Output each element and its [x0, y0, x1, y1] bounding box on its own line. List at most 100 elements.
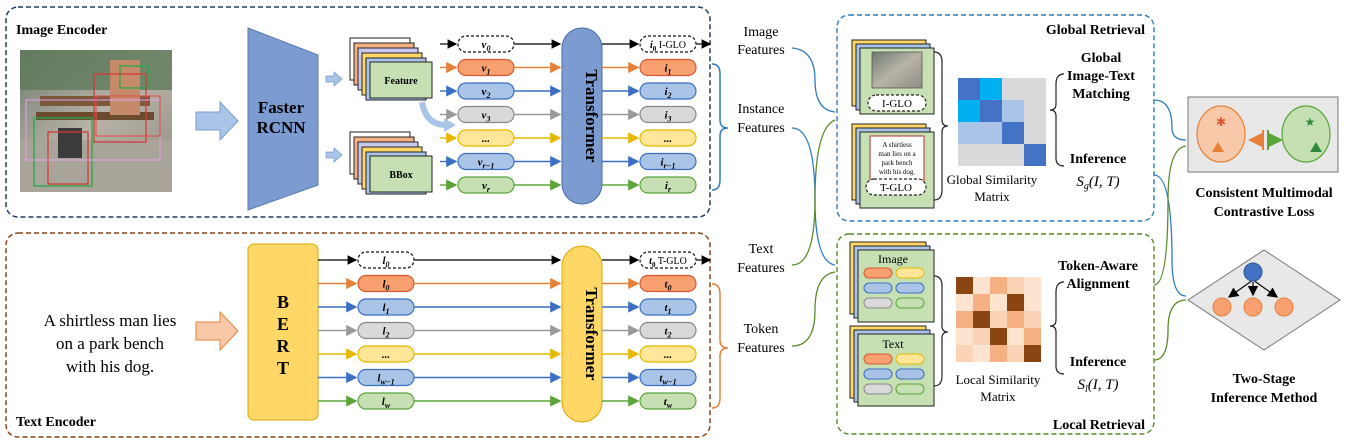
token-features-connector — [791, 271, 836, 347]
text-global-output-label: t0 T-GLO — [649, 256, 687, 269]
local-matrix-cell — [990, 328, 1007, 345]
local-matrix-cell — [973, 277, 990, 294]
local-image-card-label: Image — [878, 252, 908, 266]
bert-letter-e: E — [277, 314, 289, 334]
global-matrix-cell — [958, 122, 980, 144]
local-matrix-cell — [956, 328, 973, 345]
text-features-label-1: Text — [749, 242, 774, 257]
method-edge-right — [1252, 279, 1279, 298]
local-matrix-cell — [973, 328, 990, 345]
sentence-line-2: on a park bench — [56, 334, 165, 353]
local-chip — [863, 353, 893, 365]
local-retrieval-title: Local Retrieval — [1053, 418, 1145, 433]
local-chip — [895, 297, 925, 309]
global-inference-label: Inference — [1070, 152, 1127, 167]
local-matrix-cell — [990, 294, 1007, 311]
global-matrix-cell — [980, 122, 1002, 144]
image-token-output-label-3: i3 — [664, 110, 671, 124]
image-token-input-label-1: v1 — [482, 63, 491, 77]
image-token-input-label-2: v2 — [482, 86, 491, 100]
bert-letter-r: R — [277, 336, 291, 356]
local-matrix-cell — [973, 345, 990, 362]
image-global-output-label: i0 I-GLO — [650, 40, 686, 53]
text-encoder-title: Text Encoder — [16, 415, 96, 430]
faster-rcnn-label-2: RCNN — [256, 118, 306, 137]
image-token-output-label-1: i1 — [664, 63, 671, 77]
global-card-text-1: A shirtless — [882, 141, 912, 149]
global-matrix-cell — [980, 100, 1002, 122]
text-token-output-2 — [639, 298, 697, 316]
i-glo-badge-label: I-GLO — [882, 98, 912, 110]
local-similarity-matrix — [956, 277, 1041, 362]
image-token-output-3 — [639, 105, 697, 124]
text-token-input-label-5: lw−1 — [377, 373, 394, 387]
text-token-output-label-2: t1 — [664, 302, 671, 316]
global-text-card-stack — [851, 123, 935, 209]
global-matrix-cell — [1002, 100, 1024, 122]
loss-icon-orange-triangle — [1212, 142, 1224, 152]
image-features-connector — [791, 47, 836, 113]
global-retrieval-frame — [836, 14, 1155, 222]
local-chip — [863, 368, 893, 380]
global-matrix-cell — [980, 78, 1002, 100]
global-output-brace — [1049, 73, 1065, 167]
image-token-input-label-3: v3 — [482, 110, 491, 124]
local-matrix-cell — [1007, 345, 1024, 362]
image-token-output-1 — [639, 58, 697, 77]
bert-block — [247, 243, 319, 421]
global-card-text-3: park bench — [882, 159, 913, 167]
local-matrix-cell — [1007, 328, 1024, 345]
global-matrix-cell — [1002, 144, 1024, 166]
text-transformer-label: Transformer — [582, 287, 601, 381]
local-matrix-cell — [990, 277, 1007, 294]
method-icon-diamond — [1187, 249, 1341, 351]
sentence-line-3: with his dog. — [66, 357, 154, 376]
local-output-brace — [1049, 281, 1065, 375]
local-matrix-cell — [1007, 277, 1024, 294]
method-label-2: Inference Method — [1211, 391, 1318, 406]
text-token-input-label-2: l1 — [382, 302, 389, 316]
local-matrix-cell — [956, 345, 973, 362]
local-matrix-cell — [1024, 328, 1041, 345]
text-encoder-frame — [5, 232, 711, 438]
local-chip — [895, 282, 925, 294]
text-token-output-label-1: t0 — [664, 279, 671, 293]
t-glo-badge — [865, 178, 927, 196]
global-matrix-caption-2: Matrix — [974, 189, 1010, 204]
text-transformer — [561, 245, 603, 423]
arrow-to-feature — [325, 71, 343, 87]
image-transformer-label: Transformer — [582, 69, 601, 163]
method-child-node-middle — [1243, 297, 1263, 317]
local-matrix-cell — [956, 311, 973, 328]
curved-arrow-feature — [419, 101, 447, 128]
global-card-text-4: with his dog. — [879, 168, 916, 176]
global-matrix-caption-1: Global Similarity — [947, 172, 1038, 187]
text-token-output-3 — [639, 321, 697, 340]
global-heading-1: Global — [1081, 51, 1122, 66]
loss-icon-orange-star: ✱ — [1216, 115, 1226, 129]
text-token-output-1 — [639, 274, 697, 293]
token-brace — [711, 283, 729, 409]
image-token-output-label-2: i2 — [664, 86, 671, 100]
local-to-loss-connector — [1153, 145, 1187, 286]
local-chip — [895, 267, 925, 279]
faster-rcnn-label-1: Faster — [258, 98, 305, 117]
image-features-label-1: Image — [744, 25, 779, 40]
image-transformer — [561, 27, 603, 205]
local-heading-1: Token-Aware — [1058, 259, 1138, 274]
global-matrix-cell — [1024, 100, 1046, 122]
bert-letter-b: B — [277, 292, 289, 312]
instance-features-label-1: Instance — [738, 102, 785, 117]
global-to-method-connector — [1153, 174, 1187, 297]
loss-icon-orange-cluster — [1196, 105, 1246, 163]
faster-rcnn-block — [247, 27, 319, 211]
instance-features-label-2: Features — [737, 121, 784, 136]
image-token-input-label-5: vr−1 — [478, 157, 495, 171]
local-chip — [895, 368, 925, 380]
loss-label-1: Consistent Multimodal — [1195, 186, 1332, 201]
image-token-output-5 — [639, 152, 697, 171]
global-matrix-cell — [958, 78, 980, 100]
